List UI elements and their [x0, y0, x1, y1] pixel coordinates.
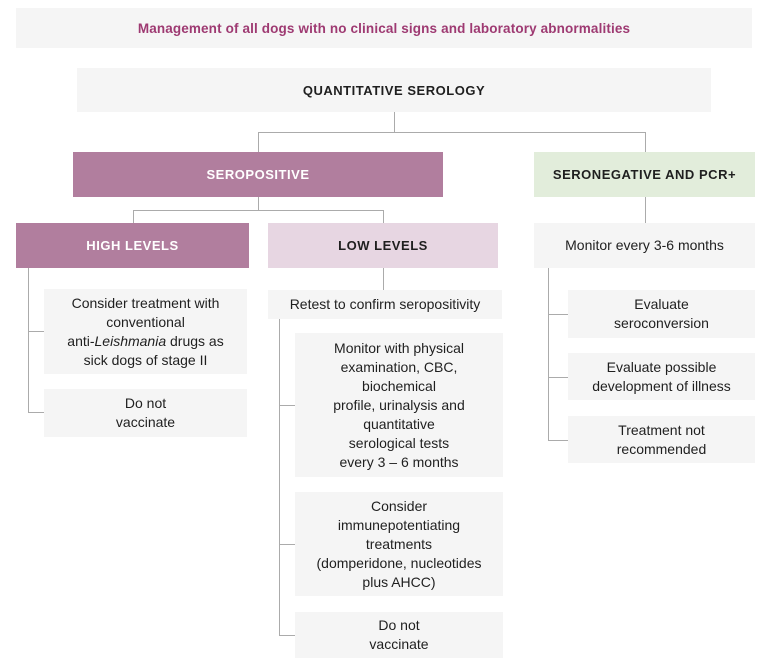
node-high-levels: HIGH LEVELS [16, 223, 249, 268]
node-immunepotentiating-treatments: Consider immunepotentiating treatments (… [295, 492, 503, 596]
node-treatment-not-recommended: Treatment not recommended [568, 416, 755, 463]
text-line: Retest to confirm seropositivity [289, 296, 481, 312]
text-line: quantitative [363, 415, 435, 432]
text-line: Evaluate [634, 296, 689, 312]
node-do-not-vaccinate-high: Do not vaccinate [44, 389, 247, 437]
connector-drop-monitor [645, 197, 646, 223]
title-banner: Management of all dogs with no clinical … [16, 8, 752, 48]
connector-drop-retest [383, 268, 384, 290]
connector-seroneg-branch-rail [548, 268, 549, 440]
connector-high-elbow-1 [28, 331, 44, 332]
text-line: treatments [365, 535, 433, 552]
text-line: immunepotentiating [337, 516, 461, 533]
connector-drop-seronegative [645, 132, 646, 152]
italic-species-name: Leishmania [94, 332, 167, 349]
text-line: recommended [616, 440, 707, 457]
connector-seropositive-stem [258, 197, 259, 210]
connector-low-elbow-3 [279, 635, 295, 636]
node-do-not-vaccinate-low: Do not vaccinate [295, 612, 503, 658]
node-quantitative-serology: QUANTITATIVE SEROLOGY [77, 68, 711, 112]
text-line: Consider treatment with [71, 294, 220, 311]
text-line: conventional [106, 313, 185, 330]
node-evaluate-seroconversion: Evaluate seroconversion [568, 290, 755, 338]
text-line: serological tests [348, 434, 450, 451]
node-seropositive: SEROPOSITIVE [73, 152, 443, 197]
connector-seropositive-split [133, 210, 383, 211]
title-banner-text: Management of all dogs with no clinical … [137, 20, 631, 36]
node-consider-conventional-treatment: Consider treatment with conventional ant… [44, 289, 247, 374]
text-line: sick dogs of stage II [83, 351, 208, 368]
text-line: Consider [370, 497, 428, 514]
node-low-levels: LOW LEVELS [268, 223, 498, 268]
connector-drop-seropositive [258, 132, 259, 152]
connector-drop-low-levels [383, 210, 384, 223]
node-label: SERONEGATIVE AND PCR+ [552, 167, 737, 182]
node-label: LOW LEVELS [338, 238, 428, 253]
text-line: development of illness [592, 377, 731, 394]
text-line: Evaluate possible [606, 358, 717, 375]
node-retest-seropositivity: Retest to confirm seropositivity [268, 290, 502, 319]
connector-drop-high-levels [133, 210, 134, 223]
connector-seroneg-elbow-2 [548, 377, 568, 378]
text-line: vaccinate [369, 636, 429, 652]
connector-low-elbow-2 [279, 544, 295, 545]
node-label: HIGH LEVELS [86, 238, 179, 253]
text-line: Do not [124, 395, 167, 411]
text-segment: drugs as [166, 332, 224, 349]
node-monitor-physical-exam: Monitor with physical examination, CBC, … [295, 333, 503, 477]
text-line: vaccinate [115, 414, 176, 430]
connector-root-split [258, 132, 646, 133]
text-line: biochemical [362, 377, 436, 394]
node-seronegative-pcr: SERONEGATIVE AND PCR+ [534, 152, 755, 197]
node-evaluate-illness-development: Evaluate possible development of illness [568, 353, 755, 400]
text-line: Do not [378, 617, 420, 633]
node-label: SEROPOSITIVE [206, 167, 310, 182]
connector-high-branch-rail [28, 268, 29, 413]
text-line: plus AHCC) [362, 573, 436, 590]
connector-low-elbow-1 [279, 405, 295, 406]
connector-seroneg-elbow-3 [548, 440, 568, 441]
text-line: Treatment not [618, 421, 705, 438]
text-line: profile, urinalysis and [333, 396, 465, 413]
node-label: QUANTITATIVE SEROLOGY [302, 82, 486, 98]
node-monitor-3-6-months: Monitor every 3-6 months [534, 223, 755, 268]
text-line: Monitor with physical [334, 339, 464, 356]
connector-high-elbow-2 [28, 412, 44, 413]
text-line: anti-Leishmania drugs as [67, 332, 223, 351]
text-segment: anti- [67, 332, 95, 349]
connector-seroneg-elbow-1 [548, 314, 568, 315]
text-line: (domperidone, nucleotides [316, 554, 482, 571]
text-line: seroconversion [614, 315, 709, 331]
text-line: every 3 – 6 months [339, 453, 459, 470]
node-label: Monitor every 3-6 months [565, 237, 724, 253]
connector-root-stem [394, 112, 395, 132]
connector-low-branch-rail [279, 319, 280, 635]
text-line: examination, CBC, [340, 358, 458, 375]
